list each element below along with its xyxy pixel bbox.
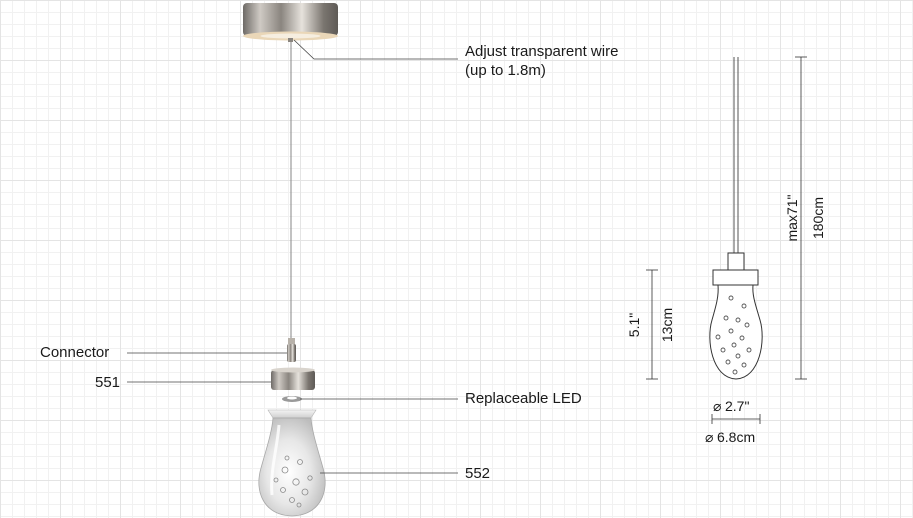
diameter-symbol-inches: ⌀: [713, 398, 722, 414]
callout-leaders: [127, 39, 458, 474]
wire-callout-label: Adjust transparent wire: [465, 43, 618, 60]
wire-length-note: (up to 1.8m): [465, 62, 546, 79]
line-drawing: [709, 57, 763, 380]
diameter-cm-label: 6.8cm: [717, 429, 755, 445]
diameter-symbol-cm: ⌀: [705, 429, 714, 445]
height-inches-label: max71": [784, 194, 800, 241]
part-552-label: 552: [465, 465, 490, 482]
drawing-shade: [709, 284, 763, 380]
part-551-cap: [271, 367, 315, 390]
connector-callout-label: Connector: [40, 344, 109, 361]
dimension-lines: [646, 56, 807, 424]
part-551-label: 551: [95, 374, 120, 391]
ceiling-canopy: [243, 3, 338, 42]
diameter-inches-label: 2.7": [725, 398, 749, 414]
pendant-illustration: [243, 3, 338, 517]
body-height-cm-label: 13cm: [659, 308, 675, 342]
body-height-inches-label: 5.1": [626, 313, 642, 337]
drawing-cap: [727, 252, 745, 271]
glass-shade-552: [258, 409, 326, 517]
drawing-bubbles: [715, 295, 752, 375]
led-module: [282, 396, 302, 402]
height-cm-label: 180cm: [810, 197, 826, 239]
led-callout-label: Replaceable LED: [465, 390, 582, 407]
connector-part: [287, 338, 296, 362]
